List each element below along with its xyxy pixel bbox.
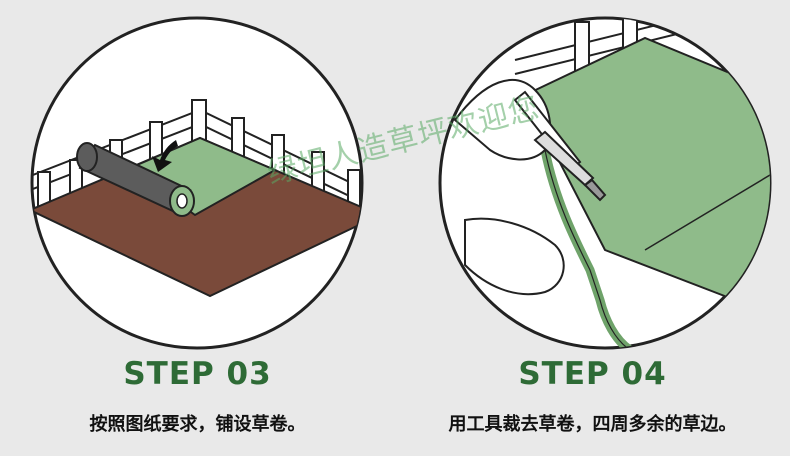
step-03-illustration (0, 0, 395, 356)
step-03-panel: STEP 03 按照图纸要求，铺设草卷。 (0, 0, 395, 456)
step-caption: 用工具裁去草卷，四周多余的草边。 (395, 410, 790, 436)
step-04-illustration (395, 0, 790, 356)
step-title: STEP 03 (0, 356, 395, 392)
step-title: STEP 04 (395, 356, 790, 392)
step-04-panel: STEP 04 用工具裁去草卷，四周多余的草边。 (395, 0, 790, 456)
step-caption: 按照图纸要求，铺设草卷。 (0, 410, 395, 436)
